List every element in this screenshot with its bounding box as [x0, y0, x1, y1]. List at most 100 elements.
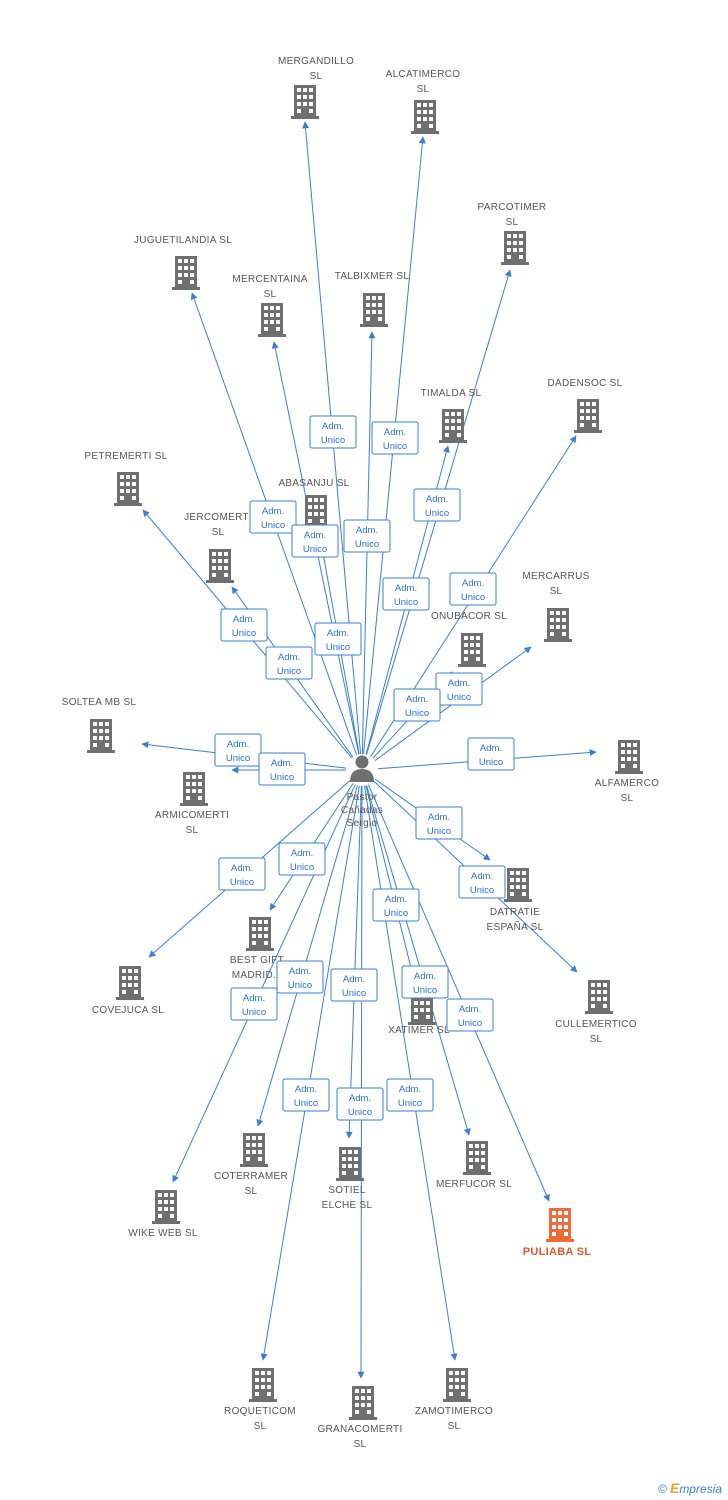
- company-name-line: ALFAMERCO: [595, 778, 659, 789]
- footer-brand[interactable]: ©Empresia: [658, 1480, 722, 1496]
- building-icon: [240, 1133, 268, 1167]
- company-name-line: GRANACOMERTI: [317, 1424, 402, 1435]
- company-node-covejuca[interactable]: COVEJUCA SL: [92, 966, 164, 1016]
- company-name-line: SL: [212, 527, 225, 538]
- edge-label-abasanju[interactable]: Adm.Unico: [314, 622, 362, 656]
- edge-label-text: Unico: [405, 708, 429, 719]
- company-name-line: TALBIXMER SL: [335, 271, 410, 282]
- edge-label-text: Adm.: [243, 993, 265, 1004]
- building-icon: [258, 303, 286, 337]
- company-node-xatimer[interactable]: XATIMER SL: [388, 991, 450, 1036]
- company-name-line: SL: [550, 586, 563, 597]
- company-name-line: XATIMER SL: [388, 1025, 450, 1036]
- company-node-wikeweb[interactable]: WIKE WEB SL: [128, 1190, 198, 1239]
- edge-label-timalda[interactable]: Adm.Unico: [382, 577, 430, 611]
- edge-label-text: Adm.: [349, 1093, 371, 1104]
- company-name-line: SL: [506, 217, 519, 228]
- building-icon: [411, 100, 439, 134]
- edge-label-parcotimer[interactable]: Adm.Unico: [413, 488, 461, 522]
- building-icon: [458, 633, 486, 667]
- edge-label-juguetilandia[interactable]: Adm.Unico: [249, 500, 297, 534]
- edge-label-bestgift[interactable]: Adm.Unico: [278, 842, 326, 876]
- building-icon: [501, 231, 529, 265]
- edge-label-granacomerti[interactable]: Adm. Unico: [336, 1087, 384, 1121]
- edge-label-puliaba[interactable]: Adm.Unico: [446, 998, 494, 1032]
- edge-puliaba: [367, 784, 550, 1202]
- company-node-talbixmer[interactable]: TALBIXMER SL: [335, 271, 410, 327]
- company-name-line: TIMALDA SL: [421, 388, 482, 399]
- edge-label-text: Unico: [398, 1098, 422, 1109]
- company-name-line: SL: [448, 1421, 461, 1432]
- company-node-abasanju[interactable]: ABASANJU SL: [278, 478, 349, 529]
- edge-label-text: Adm.: [322, 421, 344, 432]
- edge-label-dadensoc[interactable]: Adm.Unico: [449, 572, 497, 606]
- edge-label-alfamerco[interactable]: Adm.Unico: [467, 737, 515, 771]
- edge-label-datratie[interactable]: Adm.Unico: [458, 865, 506, 899]
- edge-label-roqueticom[interactable]: Adm.Unico: [282, 1078, 330, 1112]
- edge-label-mercentaina[interactable]: Adm.Unico: [291, 524, 339, 558]
- edge-label-text: Unico: [348, 1107, 372, 1118]
- edge-label-zamotimerco[interactable]: Adm.Unico: [386, 1078, 434, 1112]
- edge-label-soltea[interactable]: Adm.Unico: [214, 733, 262, 767]
- company-node-dadensoc[interactable]: DADENSOC SL: [548, 378, 623, 433]
- building-icon: [574, 399, 602, 433]
- company-name-line: ABASANJU SL: [278, 478, 349, 489]
- edge-label-text: Adm.: [448, 678, 470, 689]
- edge-label-armicomerti[interactable]: Adm.Unico: [258, 752, 306, 786]
- edge-label-text: Adm.: [462, 578, 484, 589]
- edge-label-cullemertico[interactable]: Adm.Unico: [415, 806, 463, 840]
- edge-label-coterramer[interactable]: Adm.Unico: [276, 960, 324, 994]
- edge-label-text: Adm.: [278, 652, 300, 663]
- company-node-bestgift[interactable]: BEST GIFTMADRID...: [230, 917, 284, 981]
- company-node-soltea[interactable]: SOLTEA MB SL: [62, 697, 137, 753]
- edge-label-text: Unico: [277, 666, 301, 677]
- edge-label-alcatimerco[interactable]: Adm.Unico: [371, 421, 419, 455]
- edge-label-mergandillo[interactable]: Adm.Unico: [309, 415, 357, 449]
- company-name-line: SOLTEA MB SL: [62, 697, 137, 708]
- edge-label-petremerti[interactable]: Adm.Unico: [220, 608, 268, 642]
- company-node-timalda[interactable]: TIMALDA SL: [421, 388, 482, 443]
- edge-label-text: Adm.: [480, 743, 502, 754]
- company-name-line: MADRID...: [232, 970, 282, 981]
- edge-label-mercarrus[interactable]: Adm.Unico: [435, 672, 483, 706]
- edge-label-merfucor[interactable]: Adm.Unico: [401, 965, 449, 999]
- edge-label-talbixmer[interactable]: Adm.Unico: [343, 519, 391, 553]
- building-icon: [116, 966, 144, 1000]
- edge-label-text: Unico: [394, 597, 418, 608]
- company-node-puliaba[interactable]: PULIABA SL: [523, 1208, 592, 1258]
- company-node-juguetilandia[interactable]: JUGUETILANDIA SL: [134, 235, 232, 290]
- edge-label-onubacor[interactable]: Adm.Unico: [393, 688, 441, 722]
- company-name-line: PETREMERTI SL: [84, 451, 167, 462]
- edge-label-wikeweb[interactable]: Adm.Unico: [230, 987, 278, 1021]
- company-name-line: SL: [264, 289, 277, 300]
- company-node-petremerti[interactable]: PETREMERTI SL: [84, 451, 167, 506]
- company-node-onubacor[interactable]: ONUBACOR SL: [431, 611, 507, 667]
- building-icon: [336, 1147, 364, 1181]
- company-node-merfucor[interactable]: MERFUCOR SL: [436, 1141, 512, 1190]
- edge-label-covejuca[interactable]: Adm.Unico: [218, 857, 266, 891]
- company-name-line: SOTIEL: [328, 1185, 366, 1196]
- building-icon: [546, 1208, 574, 1242]
- edge-label-jercomerti[interactable]: Adm. Unico: [265, 646, 313, 680]
- edge-label-text: Unico: [470, 885, 494, 896]
- edge-label-text: Adm.: [414, 971, 436, 982]
- company-name-line: COTERRAMER: [214, 1171, 288, 1182]
- edge-label-sotiel[interactable]: Adm.Unico: [330, 968, 378, 1002]
- edge-label-xatimer[interactable]: Adm.Unico: [372, 888, 420, 922]
